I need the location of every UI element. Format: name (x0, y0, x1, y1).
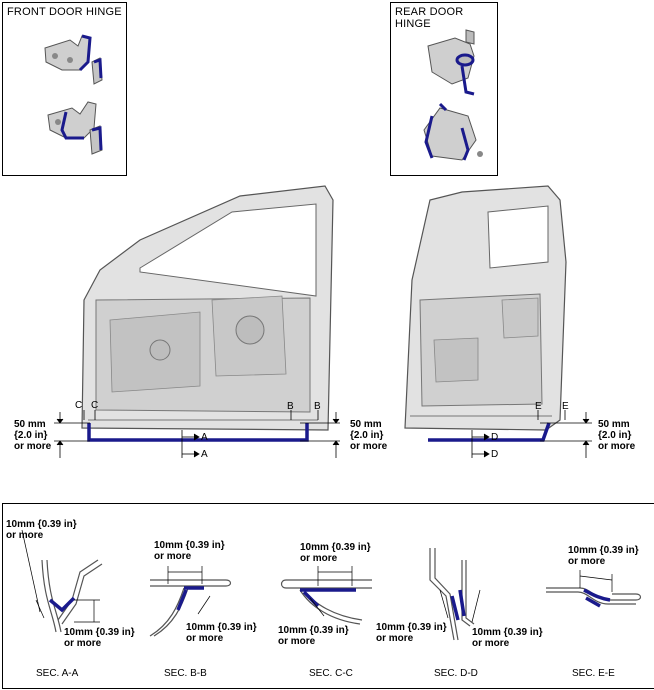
front-door-hinge-panel: FRONT DOOR HINGE (2, 2, 127, 176)
front-door-hinge-title: FRONT DOOR HINGE (7, 6, 122, 18)
sec-b-upper-line2: or more (154, 551, 192, 562)
section-name-d: SEC. D-D (434, 668, 478, 679)
section-label-b-left: B (287, 401, 294, 412)
section-label-a-upper: A (201, 432, 208, 443)
sec-b-lower-line1: 10mm {0.39 in} (186, 622, 257, 633)
front-right-dimension (290, 410, 340, 458)
sec-d-left-line2: or more (376, 633, 414, 644)
section-label-e-right: E (562, 401, 569, 412)
section-label-d-lower: D (491, 449, 499, 460)
dimension-text-1: 50 mm (350, 419, 382, 430)
sec-b-lower-line2: or more (186, 633, 224, 644)
rear-right-dimension (537, 410, 592, 458)
section-label-d-upper: D (491, 432, 499, 443)
sec-e-label: 10mm {0.39 in} or more (568, 545, 639, 567)
sec-a-lower-line2: or more (64, 638, 102, 649)
front-door-illustration (81, 185, 334, 431)
sec-a-lower-line1: 10mm {0.39 in} (64, 627, 135, 638)
section-name-a: SEC. A-A (36, 668, 79, 679)
section-c-drawing (280, 566, 372, 625)
front-hinge-lower-illustration (47, 101, 103, 155)
sec-d-label-left: 10mm {0.39 in} or more (376, 622, 447, 644)
sec-d-left-line1: 10mm {0.39 in} (376, 622, 447, 633)
section-d-cut-line (471, 430, 490, 458)
front-left-dimension (54, 410, 96, 458)
section-label-c-right: C (91, 400, 99, 411)
section-d-drawing (429, 548, 481, 641)
sections-panel (2, 503, 654, 689)
rear-hinge-upper-illustration (427, 29, 475, 96)
sec-d-right-line2: or more (472, 638, 510, 649)
section-name-b: SEC. B-B (164, 668, 207, 679)
rear-door-hinge-title: REAR DOOR HINGE (395, 6, 464, 30)
section-label-e-left: E (535, 401, 542, 412)
sec-e-line2: or more (568, 556, 606, 567)
front-door-sealer-line (87, 423, 309, 442)
sec-c-label-lower: 10mm {0.39 in} or more (278, 625, 349, 647)
sec-b-upper-line1: 10mm {0.39 in} (154, 540, 225, 551)
front-right-dimension-label: 50 mm {2.0 in} or more (350, 419, 387, 452)
section-label-c-left: C (75, 400, 83, 411)
dimension-text-2: {2.0 in} (14, 430, 48, 441)
section-e-drawing (546, 570, 642, 608)
section-name-e: SEC. E-E (572, 668, 615, 679)
section-a-drawing (21, 529, 103, 633)
dimension-text-1: 50 mm (598, 419, 630, 430)
sec-b-label-lower: 10mm {0.39 in} or more (186, 622, 257, 644)
sec-a-label-upper: 10mm {0.39 in} or more (6, 519, 77, 541)
sec-a-upper-line1: 10mm {0.39 in} (6, 519, 77, 530)
sec-c-upper-line2: or more (300, 553, 338, 564)
sec-a-label-lower: 10mm {0.39 in} or more (64, 627, 135, 649)
sec-e-line1: 10mm {0.39 in} (568, 545, 639, 556)
sec-c-label-upper: 10mm {0.39 in} or more (300, 542, 371, 564)
dimension-text-3: or more (350, 441, 388, 452)
section-label-a-lower: A (201, 449, 208, 460)
sec-c-lower-line1: 10mm {0.39 in} (278, 625, 349, 636)
rear-right-dimension-label: 50 mm {2.0 in} or more (598, 419, 635, 452)
section-name-c: SEC. C-C (309, 668, 353, 679)
sec-a-upper-line2: or more (6, 530, 44, 541)
sec-d-right-line1: 10mm {0.39 in} (472, 627, 543, 638)
sec-b-label-upper: 10mm {0.39 in} or more (154, 540, 225, 562)
rear-door-sealer-line (428, 422, 551, 442)
rear-door-illustration (404, 185, 567, 431)
sec-c-upper-line1: 10mm {0.39 in} (300, 542, 371, 553)
dimension-text-3: or more (598, 441, 636, 452)
front-hinge-upper-illustration (44, 34, 103, 85)
sec-d-label-right: 10mm {0.39 in} or more (472, 627, 543, 649)
dimension-text-1: 50 mm (14, 419, 46, 430)
section-a-cut-line (181, 430, 200, 458)
dimension-text-2: {2.0 in} (350, 430, 384, 441)
rear-hinge-lower-illustration (423, 102, 483, 161)
dimension-text-2: {2.0 in} (598, 430, 632, 441)
front-left-dimension-label: 50 mm {2.0 in} or more (14, 419, 51, 452)
section-b-drawing (149, 566, 232, 637)
section-label-b-right: B (314, 401, 321, 412)
sec-c-lower-line2: or more (278, 636, 316, 647)
dimension-text-3: or more (14, 441, 52, 452)
